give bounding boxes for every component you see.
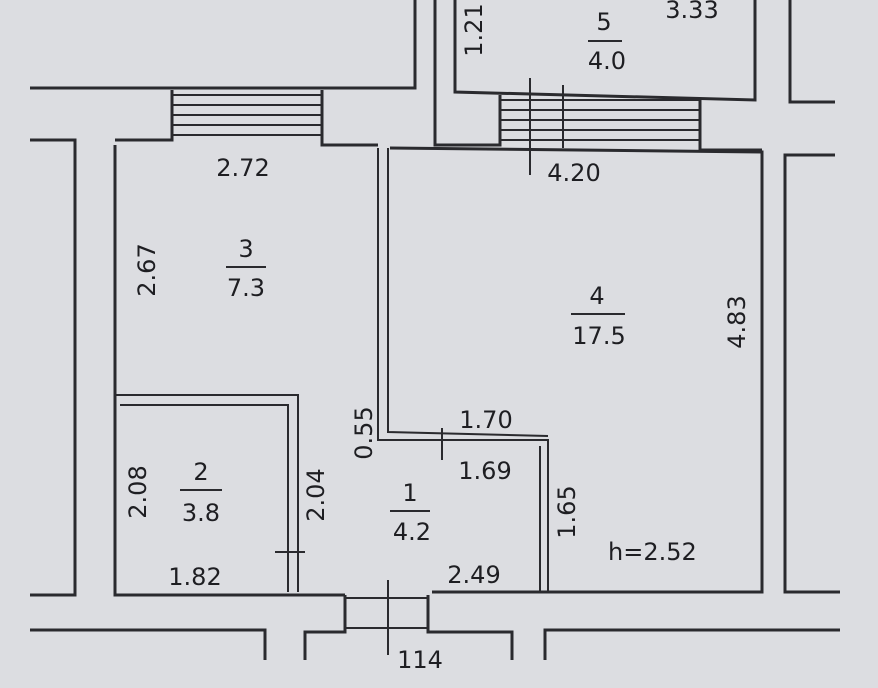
- room-1-area: 4.2: [393, 518, 431, 546]
- dim-1-70: 1.70: [459, 406, 512, 434]
- room-2-area: 3.8: [182, 499, 220, 527]
- dim-2-49: 2.49: [447, 561, 500, 589]
- room-5-area: 4.0: [588, 47, 626, 75]
- room-5-label: 5 4.0: [588, 8, 626, 75]
- dim-0-55: 0.55: [350, 406, 378, 459]
- room-5-number: 5: [596, 8, 611, 36]
- dim-2-67: 2.67: [133, 243, 161, 296]
- walls: [30, 0, 840, 660]
- room-3-number: 3: [238, 235, 253, 263]
- dim-1-82: 1.82: [168, 563, 221, 591]
- room-1-number: 1: [402, 479, 417, 507]
- room-3-area: 7.3: [227, 274, 265, 302]
- dim-2-08: 2.08: [124, 465, 152, 518]
- dim-1-69: 1.69: [458, 457, 511, 485]
- room-4-number: 4: [589, 282, 604, 310]
- room-2-label: 2 3.8: [180, 458, 222, 527]
- ceiling-height-label: h=2.52: [608, 538, 697, 566]
- room-4-area: 17.5: [572, 322, 625, 350]
- room-1-label: 1 4.2: [390, 479, 431, 546]
- dim-2-72: 2.72: [216, 154, 269, 182]
- dim-114: 114: [397, 646, 443, 674]
- dim-2-04: 2.04: [302, 468, 330, 521]
- dim-1-21: 1.21: [460, 3, 488, 56]
- dim-4-20: 4.20: [547, 159, 600, 187]
- room-3-label: 3 7.3: [226, 235, 266, 302]
- room-4-label: 4 17.5: [571, 282, 626, 350]
- dim-1-65: 1.65: [553, 485, 581, 538]
- dim-4-83: 4.83: [723, 295, 751, 348]
- dimensions: 3.33 1.21 2.72 4.20 2.67 4.83 0.55 1.70 …: [124, 0, 751, 674]
- dim-3-33: 3.33: [665, 0, 718, 24]
- room-2-number: 2: [193, 458, 208, 486]
